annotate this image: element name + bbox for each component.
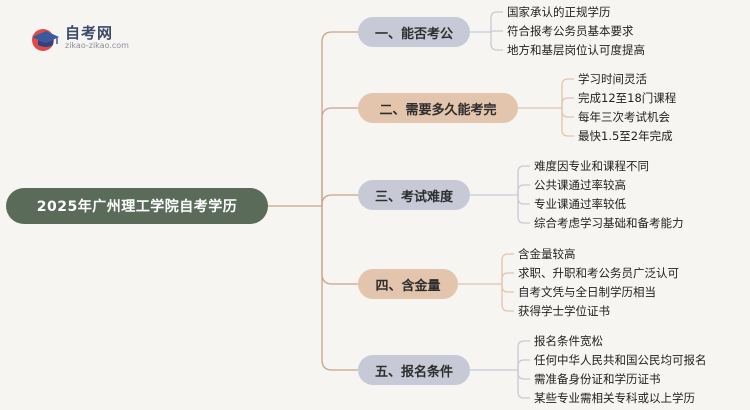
leaf-item: 符合报考公务员基本要求 xyxy=(507,24,634,38)
leaf-item: 公共课通过率较高 xyxy=(534,178,626,192)
leaf-connector xyxy=(490,32,503,51)
leaf-connector xyxy=(517,370,530,380)
branch-node-2: 二、需要多久能考完 xyxy=(358,93,518,123)
leaf-item: 学习时间灵活 xyxy=(578,72,647,86)
leaf-item: 综合考虑学习基础和备考能力 xyxy=(534,216,684,230)
logo-subtitle: zikao-zikao.com xyxy=(65,41,129,50)
leaf-item: 自考文凭与全日制学历相当 xyxy=(518,285,656,299)
leaf-connector xyxy=(517,165,530,195)
leaf-connector xyxy=(517,195,530,224)
leaf-item: 某些专业需相关专科或以上学历 xyxy=(534,391,695,405)
leaf-item: 任何中华人民共和国公民均可报名 xyxy=(534,353,707,367)
branch-connector xyxy=(321,194,358,206)
branch-connector xyxy=(321,206,358,285)
leaf-connector xyxy=(501,284,514,312)
branch-connector xyxy=(321,31,358,206)
leaf-item: 获得学士学位证书 xyxy=(518,304,610,318)
leaf-item: 求职、升职和考公务员广泛认可 xyxy=(518,266,679,280)
logo-title: 自考网 xyxy=(65,24,114,42)
leaf-item: 国家承认的正规学历 xyxy=(507,5,611,19)
leaf-connector xyxy=(561,78,574,108)
leaf-connector xyxy=(517,370,530,399)
leaf-item: 难度因专业和课程不同 xyxy=(534,159,649,173)
leaf-connector xyxy=(501,253,514,284)
leaf-item: 最快1.5至2年完成 xyxy=(578,129,673,143)
leaf-connector xyxy=(501,272,514,284)
branch-connector xyxy=(321,107,358,206)
leaf-item: 完成12至18门课程 xyxy=(578,91,677,105)
branch-node-4: 四、含金量 xyxy=(358,269,458,299)
leaf-item: 报名条件宽松 xyxy=(534,334,603,348)
leaf-connector xyxy=(517,184,530,195)
branch-node-3: 三、考试难度 xyxy=(358,180,470,210)
leaf-connector xyxy=(490,11,503,32)
leaf-connector xyxy=(561,97,574,108)
leaf-connector xyxy=(501,284,514,293)
leaf-item: 专业课通过率较低 xyxy=(534,197,626,211)
root-node: 2025年广州理工学院自考学历 xyxy=(6,188,268,224)
leaf-connector xyxy=(517,195,530,205)
leaf-connector xyxy=(561,108,574,137)
leaf-item: 需准备身份证和学历证书 xyxy=(534,372,661,386)
leaf-connector xyxy=(517,340,530,370)
branch-node-5: 五、报名条件 xyxy=(358,355,470,385)
leaf-item: 含金量较高 xyxy=(518,247,576,261)
site-logo[interactable]: 自考网 zikao-zikao.com xyxy=(30,22,140,54)
branch-connector xyxy=(321,206,358,371)
graduation-cap-icon xyxy=(32,29,59,51)
branch-node-1: 一、能否考公 xyxy=(358,17,470,47)
leaf-item: 地方和基层岗位认可度提高 xyxy=(507,43,645,57)
leaf-connector xyxy=(490,30,503,32)
leaf-connector xyxy=(561,108,574,118)
leaf-connector xyxy=(517,359,530,370)
leaf-item: 每年三次考试机会 xyxy=(578,110,670,124)
